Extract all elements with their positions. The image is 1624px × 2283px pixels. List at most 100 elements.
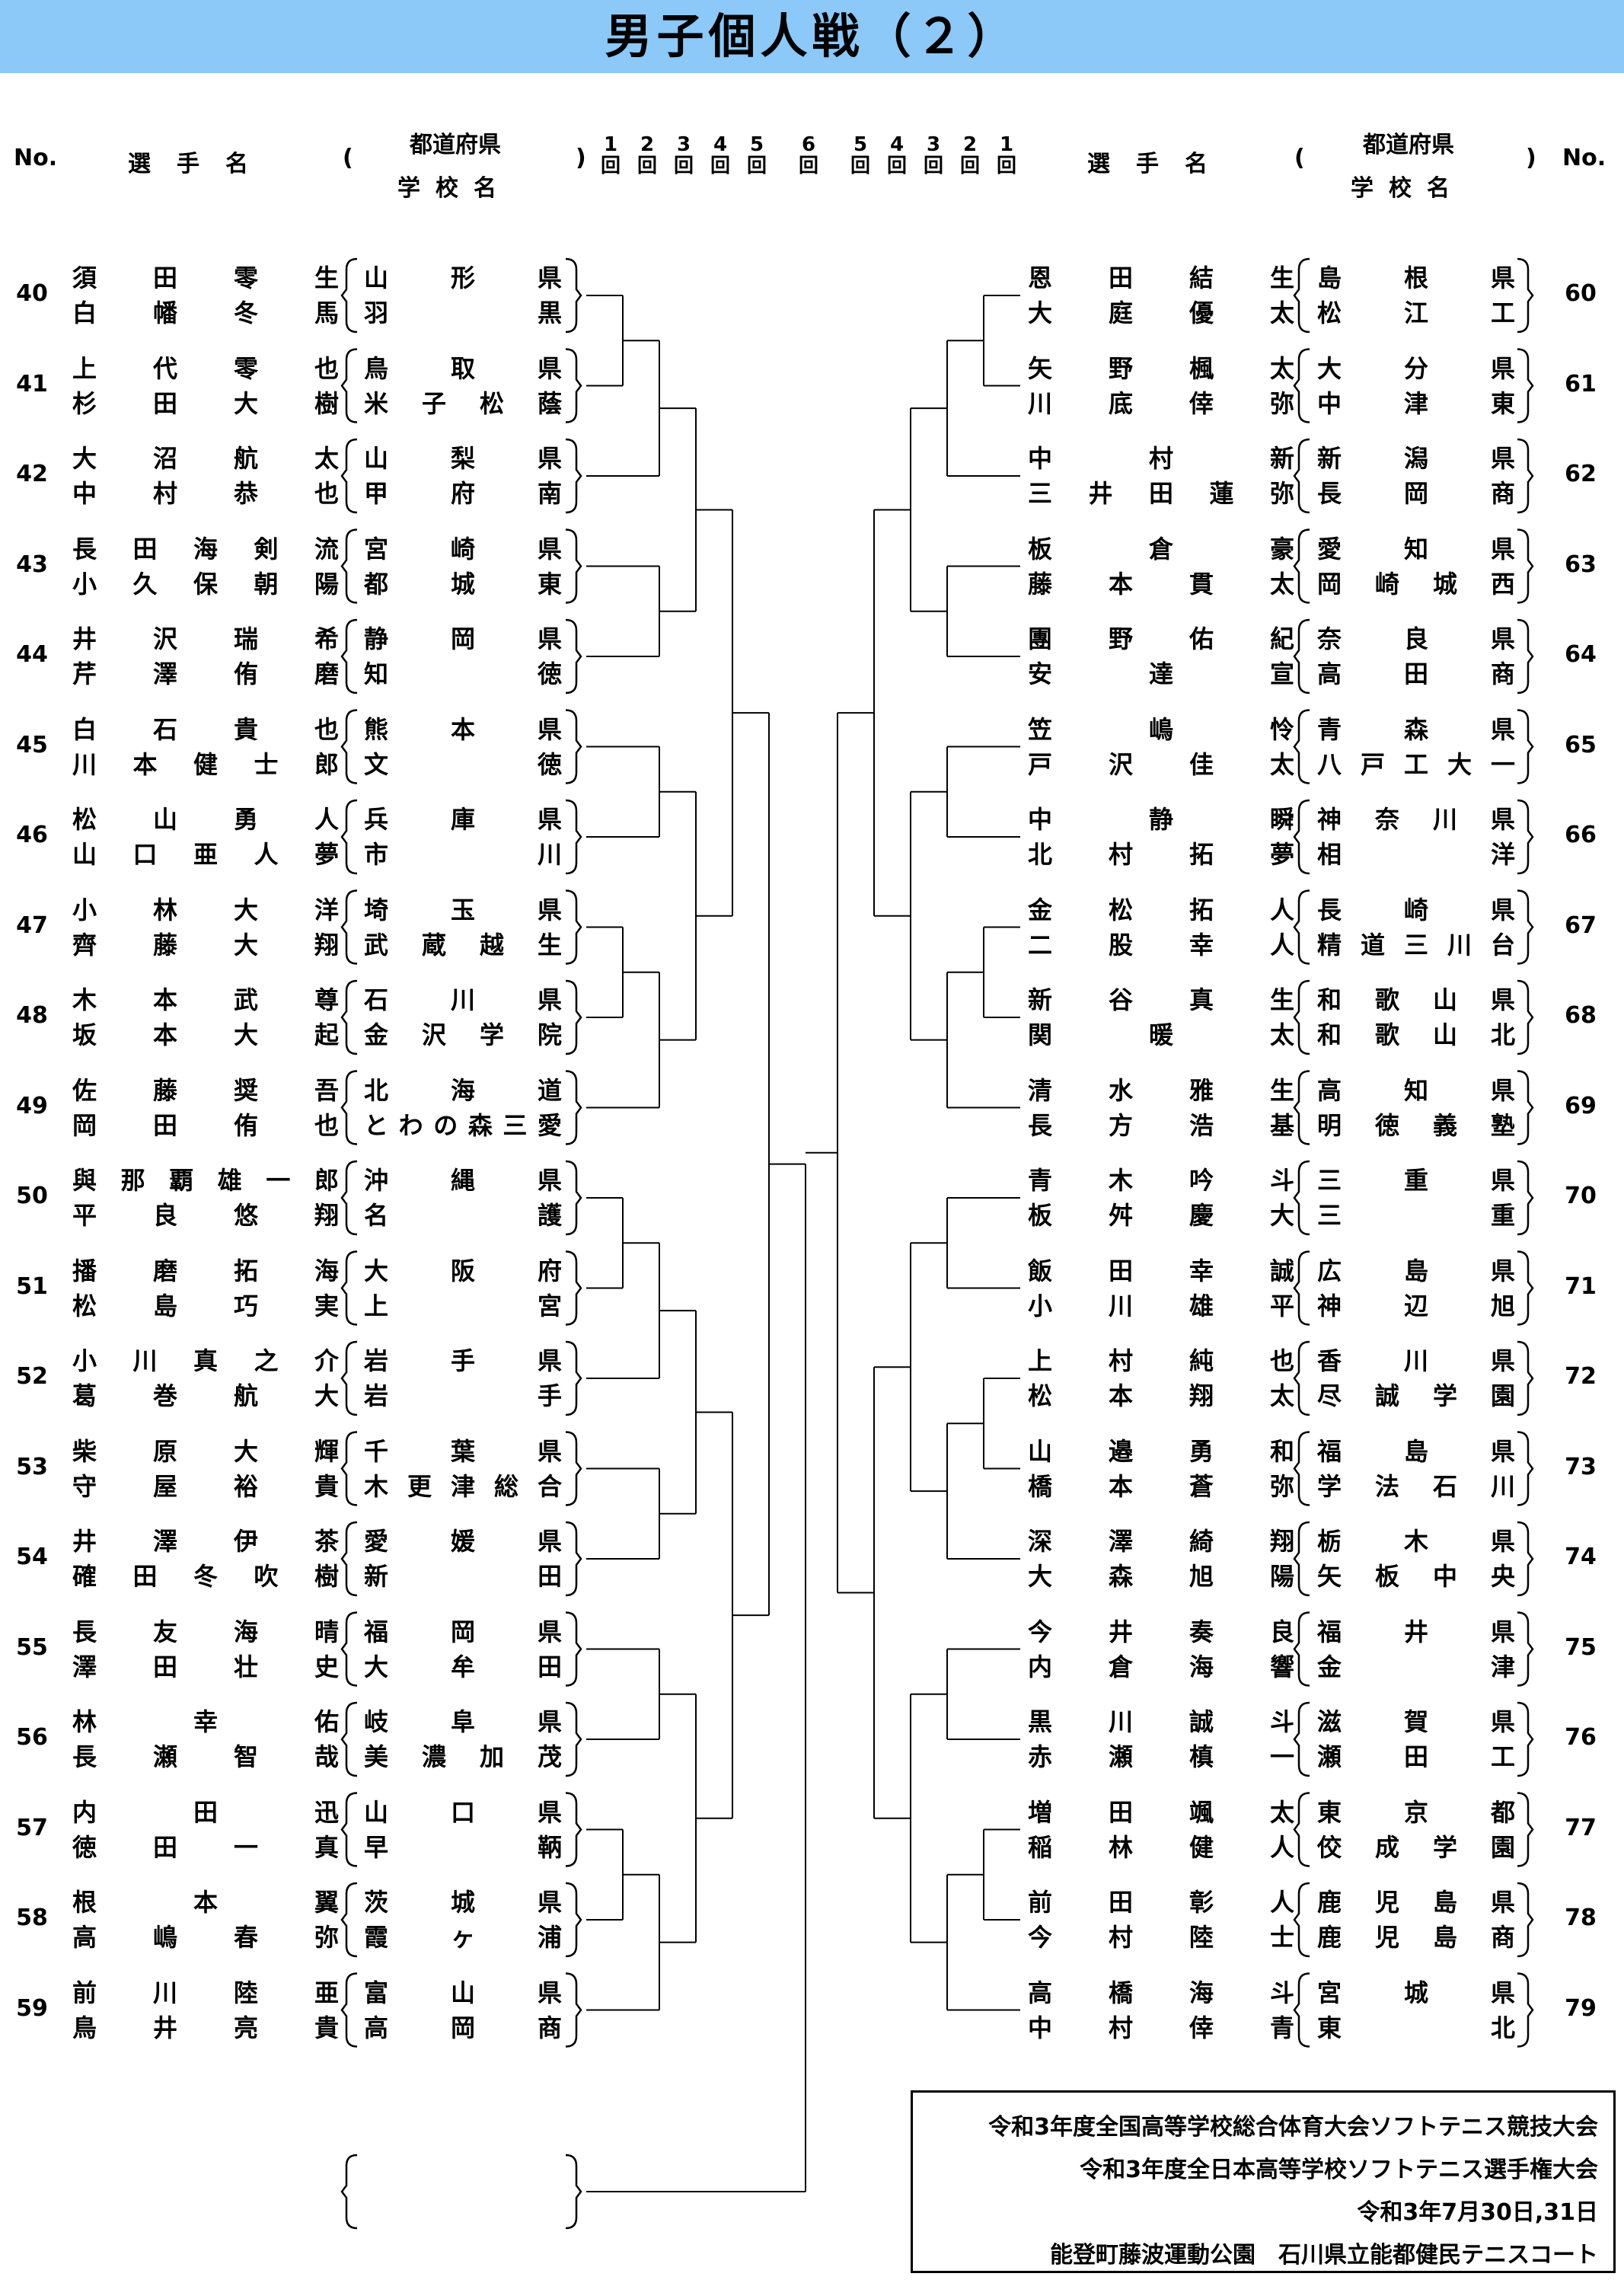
school-pref: 北海道 bbox=[364, 1075, 562, 1105]
school-pref: 新潟県 bbox=[1317, 444, 1515, 473]
player-name: 山口亜人夢 bbox=[72, 840, 339, 869]
entry-number: 70 bbox=[1565, 1183, 1597, 1209]
school-bracket bbox=[1293, 1701, 1534, 1777]
school-name: 長岡商 bbox=[1317, 479, 1515, 508]
entry-number: 69 bbox=[1565, 1092, 1597, 1119]
school-bracket bbox=[340, 1160, 582, 1236]
round-left-4: 4回 bbox=[710, 133, 730, 177]
entry-number: 78 bbox=[1565, 1905, 1597, 1931]
player-name: 前田彰人 bbox=[1028, 1888, 1294, 1917]
player-name: 深澤綺翔 bbox=[1028, 1527, 1294, 1556]
entry-number: 59 bbox=[16, 1994, 48, 2022]
school-bracket bbox=[1293, 709, 1534, 784]
player-name: 柴原大輝 bbox=[72, 1436, 339, 1466]
player-name: 杉田大樹 bbox=[72, 388, 339, 418]
player-name: 長方浩基 bbox=[1028, 1110, 1294, 1140]
school-pref: 沖縄県 bbox=[364, 1166, 562, 1195]
school-name: 中津東 bbox=[1317, 388, 1515, 418]
school-pref: 長崎県 bbox=[1317, 895, 1515, 924]
school-name: とわの森三愛 bbox=[364, 1110, 562, 1140]
school-name: 文徳 bbox=[364, 749, 562, 779]
header-no-right: No. bbox=[1562, 145, 1606, 171]
school-pref: 兵庫県 bbox=[364, 805, 562, 834]
entry-number: 62 bbox=[1565, 461, 1597, 487]
header-school-right: 学校名 bbox=[1351, 175, 1465, 202]
school-pref: 埼玉県 bbox=[364, 895, 562, 924]
school-pref: 高知県 bbox=[1317, 1075, 1515, 1105]
school-name: 武蔵越生 bbox=[364, 930, 562, 959]
entry-number: 58 bbox=[16, 1905, 48, 1931]
school-name: 岡崎城西 bbox=[1317, 569, 1515, 599]
school-name: 早鞆 bbox=[364, 1832, 562, 1862]
player-name: 稲林健人 bbox=[1028, 1832, 1294, 1862]
header-no-left: No. bbox=[14, 145, 58, 171]
school-name: 市川 bbox=[364, 840, 562, 869]
player-name: 恩田結生 bbox=[1028, 263, 1294, 292]
player-name: 小久保朝陽 bbox=[72, 569, 339, 599]
school-name: 八戸工大一 bbox=[1317, 749, 1515, 779]
school-name: 知徳 bbox=[364, 659, 562, 688]
school-name: 東北 bbox=[1317, 2013, 1515, 2042]
school-name: 佼成学園 bbox=[1317, 1832, 1515, 1862]
school-bracket bbox=[1293, 1882, 1534, 1958]
player-name: 高橋海斗 bbox=[1028, 1978, 1294, 2007]
entry-number: 51 bbox=[16, 1272, 48, 1300]
school-name: 相洋 bbox=[1317, 840, 1515, 869]
footer-line-2: 令和3年度全日本高等学校ソフトテニス選手権大会 bbox=[1080, 2157, 1598, 2183]
header-open-paren-right: ( bbox=[1294, 145, 1305, 171]
player-name: 川本健士郎 bbox=[72, 749, 339, 779]
player-name: 中村恭也 bbox=[72, 479, 339, 508]
school-name: 鹿児島商 bbox=[1317, 1923, 1515, 1952]
entry-number: 73 bbox=[1565, 1453, 1597, 1480]
school-pref: 静岡県 bbox=[364, 624, 562, 653]
school-bracket bbox=[340, 528, 582, 604]
school-pref: 山口県 bbox=[364, 1797, 562, 1827]
player-name: 藤本貫太 bbox=[1028, 569, 1294, 599]
player-name: 徳田一真 bbox=[72, 1832, 339, 1862]
round-left-2: 2回 bbox=[637, 133, 657, 177]
entry-number: 64 bbox=[1565, 641, 1597, 668]
player-name: 松島巧実 bbox=[72, 1291, 339, 1320]
entry-number: 41 bbox=[16, 370, 48, 398]
entry-number: 72 bbox=[1565, 1363, 1597, 1390]
round-right-5: 5回 bbox=[850, 133, 870, 177]
school-bracket bbox=[340, 257, 582, 334]
school-bracket bbox=[340, 1611, 582, 1687]
entry-number: 55 bbox=[16, 1633, 48, 1661]
player-name: 上村純也 bbox=[1028, 1346, 1294, 1375]
school-pref: 青森県 bbox=[1317, 714, 1515, 744]
entry-number: 44 bbox=[16, 641, 48, 668]
school-name: 松江工 bbox=[1317, 299, 1515, 327]
round-right-3: 3回 bbox=[923, 133, 943, 177]
school-name: 金津 bbox=[1317, 1652, 1515, 1681]
title-bar bbox=[0, 0, 1624, 73]
entry-number: 67 bbox=[1565, 912, 1597, 939]
entry-number: 56 bbox=[16, 1724, 48, 1751]
player-name: 金松拓人 bbox=[1028, 895, 1294, 924]
school-name: 高岡商 bbox=[364, 2013, 562, 2042]
school-bracket bbox=[340, 799, 582, 875]
school-bracket bbox=[340, 1431, 582, 1506]
school-name: 霞ヶ浦 bbox=[364, 1923, 562, 1952]
entry-number: 77 bbox=[1565, 1814, 1597, 1841]
school-bracket bbox=[340, 1070, 582, 1145]
school-bracket bbox=[340, 618, 582, 694]
school-bracket bbox=[340, 438, 582, 514]
school-bracket bbox=[1293, 1431, 1534, 1506]
entry-number: 48 bbox=[16, 1002, 48, 1029]
player-name: 坂本大起 bbox=[72, 1020, 339, 1049]
school-name: 羽黒 bbox=[364, 299, 562, 327]
player-name: 中村新 bbox=[1028, 444, 1294, 473]
entry-number: 75 bbox=[1565, 1633, 1597, 1661]
school-bracket bbox=[1293, 1972, 1534, 2048]
player-name: 内倉海響 bbox=[1028, 1652, 1294, 1681]
player-name: 松本翔太 bbox=[1028, 1381, 1294, 1410]
footer-line-3: 令和3年7月30日,31日 bbox=[1357, 2199, 1598, 2226]
school-name: 金沢学院 bbox=[364, 1020, 562, 1049]
player-name: 赤瀬槙一 bbox=[1028, 1742, 1294, 1771]
player-name: 松山勇人 bbox=[72, 805, 339, 834]
school-pref: 大阪府 bbox=[364, 1256, 562, 1285]
player-name: 前川陸亜 bbox=[72, 1978, 339, 2007]
school-pref: 香川県 bbox=[1317, 1346, 1515, 1375]
player-name: 小川雄平 bbox=[1028, 1291, 1294, 1320]
